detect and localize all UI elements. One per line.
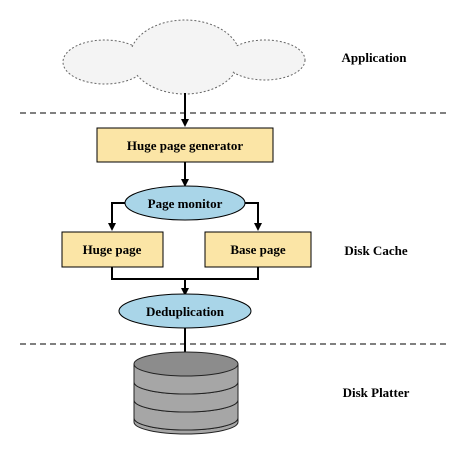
layer-label-disk-cache: Disk Cache <box>344 243 407 258</box>
connector-base-page-to-merge <box>185 267 259 280</box>
page-monitor-label: Page monitor <box>148 196 223 211</box>
application-cloud <box>62 19 306 95</box>
connector-huge-page-to-merge <box>111 267 185 280</box>
arrow-monitor-to-huge-page <box>108 202 127 231</box>
layer-label-application: Application <box>341 50 407 65</box>
deduplication-label: Deduplication <box>146 304 225 319</box>
huge-page-generator-box: Huge page generator <box>96 127 274 163</box>
arrow-monitor-to-base-page <box>243 202 262 231</box>
huge-page-label: Huge page <box>83 242 142 257</box>
base-page-label: Base page <box>230 242 285 257</box>
deduplication-ellipse: Deduplication <box>118 293 252 329</box>
huge-page-generator-label: Huge page generator <box>127 138 243 153</box>
disk-platter-icon <box>133 351 239 435</box>
layer-label-disk-platter: Disk Platter <box>343 385 410 400</box>
huge-page-box: Huge page <box>61 231 164 268</box>
base-page-box: Base page <box>204 231 312 268</box>
page-monitor-ellipse: Page monitor <box>124 185 246 221</box>
